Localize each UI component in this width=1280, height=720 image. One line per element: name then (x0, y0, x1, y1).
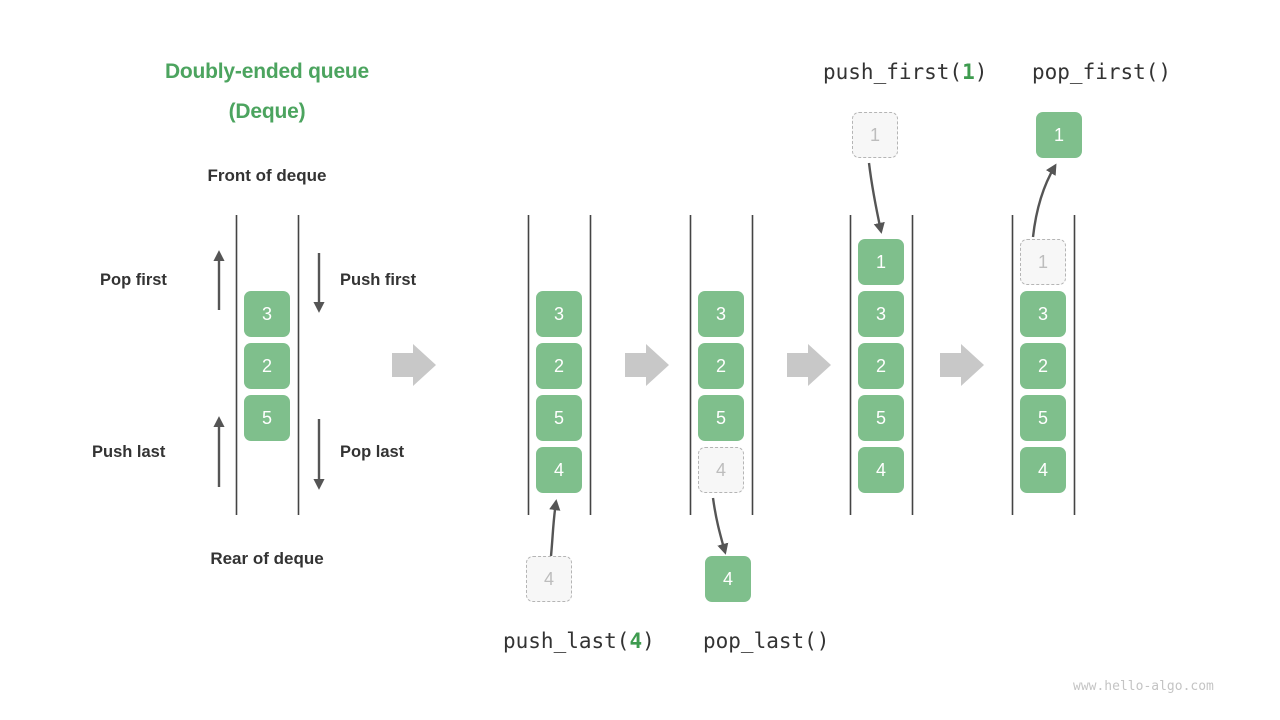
deque-box: 2 (698, 343, 744, 389)
pop-last-result-box: 4 (705, 556, 751, 602)
push-first-incoming-ghost-box: 1 (852, 112, 898, 158)
step-arrow-3 (787, 344, 831, 386)
front-of-deque-label: Front of deque (207, 166, 327, 185)
deque-box: 5 (536, 395, 582, 441)
pop-first-result-box: 1 (1036, 112, 1082, 158)
panel-pop-last-stack: 3 2 5 4 (698, 291, 744, 493)
deque-box: 5 (698, 395, 744, 441)
step-arrow-2 (625, 344, 669, 386)
deque-box: 2 (536, 343, 582, 389)
pop-last-vacated-ghost-box: 4 (698, 447, 744, 493)
deque-box: 2 (244, 343, 290, 389)
panel-push-last-before-stack: 3 2 5 4 (536, 291, 582, 493)
deque-box: 4 (536, 447, 582, 493)
deque-box: 5 (858, 395, 904, 441)
pop-first-flow-arrow (1031, 163, 1057, 238)
watermark: www.hello-algo.com (1073, 679, 1214, 694)
page-title-line1: Doubly-ended queue (164, 60, 370, 83)
deque-box: 3 (536, 291, 582, 337)
pop-first-operation-label: pop_first() (1032, 60, 1172, 84)
panel-overview-stack: 3 2 5 (244, 291, 290, 441)
step-arrow-4 (940, 344, 984, 386)
deque-box: 2 (1020, 343, 1066, 389)
pop-first-vacated-ghost-box: 1 (1020, 239, 1066, 285)
push-last-flow-arrow (549, 499, 561, 557)
deque-box: 2 (858, 343, 904, 389)
deque-box: 1 (858, 239, 904, 285)
push-first-fn-name: push_first( (823, 60, 963, 84)
pop-first-label: Pop first (100, 271, 167, 289)
deque-box: 5 (1020, 395, 1066, 441)
push-last-operation-label: push_last(4) (503, 629, 655, 653)
pop-last-flow-arrow (711, 497, 729, 555)
panel-push-first-stack: 1 3 2 5 4 (858, 239, 904, 493)
panel-pop-first-stack: 1 3 2 5 4 (1020, 239, 1066, 493)
push-last-argument: 4 (629, 629, 643, 653)
pop-last-label: Pop last (340, 443, 405, 461)
push-first-operation-label: push_first(1) (823, 60, 987, 84)
page-title-line2: (Deque) (228, 100, 306, 123)
deque-box: 3 (858, 291, 904, 337)
step-arrow-1 (392, 344, 436, 386)
push-first-flow-arrow (867, 162, 885, 234)
push-last-incoming-ghost-box: 4 (526, 556, 572, 602)
deque-box: 3 (244, 291, 290, 337)
deque-box: 4 (1020, 447, 1066, 493)
deque-box: 3 (1020, 291, 1066, 337)
push-last-paren-close: ) (642, 629, 655, 653)
rear-of-deque-label: Rear of deque (210, 549, 324, 568)
push-first-label: Push first (340, 271, 417, 289)
push-first-paren-close: ) (974, 60, 988, 84)
deque-box: 4 (858, 447, 904, 493)
deque-box: 3 (698, 291, 744, 337)
push-first-argument: 1 (962, 60, 975, 84)
push-last-label: Push last (92, 443, 166, 461)
deque-box: 5 (244, 395, 290, 441)
pop-last-operation-label: pop_last() (703, 629, 830, 653)
push-last-fn-name: push_last( (503, 629, 630, 653)
